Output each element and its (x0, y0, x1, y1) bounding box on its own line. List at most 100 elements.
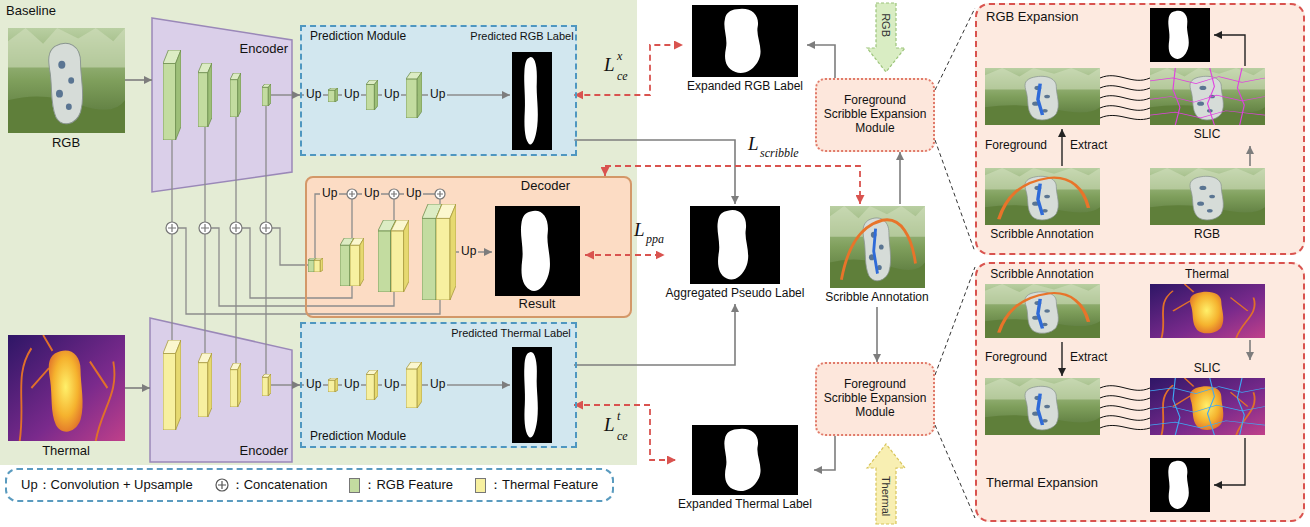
detail-panel: RGB ExpansionScribble AnnotationRGBSLIC (975, 3, 1305, 255)
feature-block (163, 340, 181, 430)
loss-subscript: ce (617, 70, 628, 83)
correspondence-curve (1100, 76, 1150, 120)
image (692, 5, 798, 77)
feature-block (262, 374, 271, 396)
loss-symbol: L (634, 220, 645, 241)
feature-block (366, 370, 378, 400)
panel-fills (300, 25, 577, 156)
flow-arrow (899, 152, 901, 204)
feature-block (198, 353, 212, 417)
image (985, 378, 1100, 435)
node-text: Thermal Expansion (986, 476, 1098, 491)
feature-block (406, 72, 422, 118)
detail-panel: Thermal Expansion Scribble Annotation Ther… (975, 262, 1305, 522)
step-arrow (1062, 35, 1245, 485)
feature-block (366, 80, 378, 110)
flow-arrow (574, 140, 735, 204)
panel-fills (152, 18, 292, 192)
panel-fills (150, 318, 292, 462)
feature-block (350, 238, 364, 286)
feature-wiring (172, 106, 266, 222)
modality-tag: Thermal (880, 476, 892, 516)
feature-block (391, 220, 409, 292)
up-label: Up (459, 245, 478, 258)
node-text: Baseline (6, 4, 56, 19)
flow-arrow (814, 436, 835, 470)
loss-connector (574, 45, 683, 95)
modality-tag: RGB (880, 13, 892, 37)
loss-connector (585, 254, 665, 256)
panel-image: SLIC (1148, 360, 1267, 438)
loss-symbol: L (748, 134, 759, 155)
image (8, 335, 125, 441)
image (985, 284, 1100, 338)
node-text: SLIC (1194, 128, 1221, 142)
node-text: Aggregated Pseudo Label (666, 287, 805, 301)
flow-arrow (292, 384, 300, 386)
node-text: Decoder (521, 179, 570, 194)
legend-item: Up：Convolution + Upsample (21, 476, 193, 494)
label-image: Expanded Thermal Label (676, 423, 814, 516)
panel-image: Scribble Annotation (983, 266, 1102, 340)
up-label: Up (320, 187, 339, 200)
scribble-image: Scribble Annotation (820, 204, 935, 307)
flow-arrow (125, 79, 152, 81)
step-label: Foreground (985, 139, 1047, 152)
image (985, 68, 1100, 125)
zoom-line (935, 140, 975, 252)
predicted-label: Predicted RGB Label (469, 28, 574, 152)
feature-block (262, 84, 271, 106)
correspondence-curve (1100, 76, 1150, 430)
node-text: Scribble Annotation (825, 291, 928, 305)
encoder-block: Encoder (152, 18, 292, 192)
feature-wiring (211, 228, 394, 306)
legend-text: ：RGB Feature (363, 476, 453, 494)
flow-arrow (1249, 146, 1251, 166)
node-text: Expanded Thermal Label (678, 498, 812, 512)
panel-fills (975, 262, 1305, 522)
panel-image: Thermal (1148, 266, 1267, 340)
node-text: RGB Expansion (986, 10, 1079, 25)
image (692, 425, 798, 495)
up-label: Up (382, 88, 401, 101)
feature-block (163, 50, 456, 430)
node-text: Encoder (240, 42, 288, 57)
loss-subscript: ce (617, 430, 628, 443)
loss-symbol: L (604, 415, 615, 436)
image (1150, 284, 1265, 338)
zoom-line (935, 140, 975, 518)
label-image: Aggregated Pseudo Label (665, 204, 806, 304)
loss-symbol: L (604, 55, 615, 76)
loss-connector (605, 166, 860, 204)
legend-text: ：Concatenation (231, 476, 328, 494)
image (1150, 378, 1265, 435)
panel-fills (305, 176, 632, 318)
loss-superscript: t (617, 410, 620, 423)
up-label: Up (404, 187, 423, 200)
panel-fills (975, 3, 1305, 255)
legend-box: Up：Convolution + Upsample ：Concatenation ：… (5, 468, 614, 502)
up-label: Up (362, 187, 381, 200)
node-text: Predicted RGB Label (470, 30, 573, 43)
image (1150, 168, 1265, 225)
feature-block (406, 362, 422, 408)
label-image: Expanded RGB Label (683, 3, 807, 98)
panel-fills (0, 0, 637, 465)
image (985, 168, 1100, 225)
loss-superscript: x (617, 50, 622, 63)
loss-subscript: ppa (646, 233, 664, 246)
feature-wiring (172, 95, 510, 385)
feature-wiring (271, 95, 292, 385)
node-text: Scribble Annotation (990, 228, 1093, 242)
loss-connector (574, 405, 676, 460)
up-label: Up (428, 88, 447, 101)
input-image: Thermal (8, 333, 125, 462)
feature-block (198, 63, 212, 127)
up-label: Up (304, 378, 323, 391)
step-label: Extract (1070, 351, 1107, 364)
node-text: Thermal (42, 444, 90, 459)
zoom-line (935, 267, 975, 375)
legend-item: ：Concatenation (215, 476, 328, 494)
